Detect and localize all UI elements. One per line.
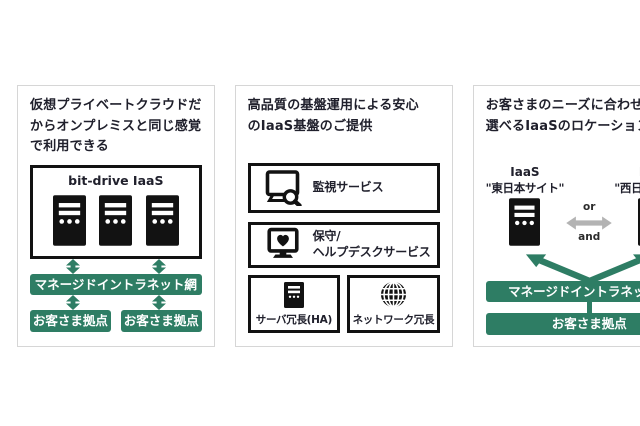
east-site-name: "東日本サイト" (485, 181, 565, 196)
up-arrows-icon (525, 254, 640, 281)
panel-iaas-location: お客さまのニーズに合わせた 選べるIaaSのロケーション IaaS "東日本サイ… (472, 85, 640, 347)
feature-panels: 仮想プライベートクラウドだ からオンプレミスと同じ感覚 で利用できる bit-d… (17, 85, 640, 347)
server-tower-icon (99, 194, 133, 246)
customer-site-box: お客さま拠点 (30, 309, 111, 332)
east-japan-site: IaaS "東日本サイト" (486, 165, 565, 247)
or-label: or (583, 201, 596, 214)
label-line: 保守/ (312, 229, 341, 244)
arrow-row (30, 294, 202, 310)
globe-icon (380, 281, 406, 308)
location-sites-area: IaaS "東日本サイト" or and IaaS "西日本サイト" (486, 165, 640, 247)
title-line: からオンプレミスと同じ感覚 (30, 118, 202, 134)
and-label: and (578, 230, 601, 243)
arrow-row (30, 258, 202, 274)
west-site-name: "西日本サイト" (614, 181, 640, 196)
west-site-label: IaaS (639, 165, 640, 180)
server-tower-icon (145, 194, 179, 246)
customer-site-box: お客さま拠点 (120, 309, 202, 332)
double-arrow-vertical-icon (65, 258, 80, 274)
network-redundancy-box: ネットワーク冗長 (347, 275, 440, 334)
title-line: で利用できる (30, 139, 109, 155)
monitor-heart-icon (263, 227, 303, 263)
server-redundancy-label: サーバ冗長(HA) (255, 313, 333, 326)
server-tower-icon (52, 194, 86, 246)
panel-location-title: お客さまのニーズに合わせた 選べるIaaSのロケーション (486, 96, 640, 137)
monitoring-service-box: 監視サービス (247, 163, 440, 214)
panel-quality-title: 高品質の基盤運用による安心 のIaaS基盤のご提供 (248, 96, 440, 137)
bit-drive-iaas-box: bit-drive IaaS (30, 164, 202, 259)
redundancy-row: サーバ冗長(HA) ネットワーク冗長 (247, 275, 440, 334)
double-arrow-vertical-icon (151, 258, 166, 274)
east-site-label: IaaS (510, 165, 540, 180)
panel-private-cloud-title: 仮想プライベートクラウドだ からオンプレミスと同じ感覚 で利用できる (30, 96, 202, 158)
customer-site-bar: お客さま拠点 (485, 313, 640, 335)
or-and-connector: or and (564, 165, 614, 247)
double-arrow-vertical-icon (65, 294, 80, 310)
title-line: お客さまのニーズに合わせた (485, 98, 640, 113)
monitor-search-icon (263, 170, 303, 207)
server-group (39, 194, 193, 246)
server-tower-icon (509, 198, 541, 246)
panel-private-cloud: 仮想プライベートクラウドだ からオンプレミスと同じ感覚 で利用できる bit-d… (17, 85, 215, 347)
monitoring-service-label: 監視サービス (312, 180, 384, 195)
title-line: 高品質の基盤運用による安心 (247, 98, 419, 113)
double-arrow-vertical-icon (151, 294, 166, 310)
title-line: 仮想プライベートクラウドだ (30, 98, 202, 113)
title-line: のIaaS基盤のご提供 (247, 118, 373, 134)
label-line: ヘルプデスクサービス (312, 245, 431, 260)
managed-intranet-bar: マネージドイントラネット網 (30, 273, 202, 295)
managed-intranet-bar: マネージドイントラネット網 (485, 281, 640, 302)
double-arrow-horizontal-icon (566, 216, 612, 230)
customer-site-row: お客さま拠点 お客さま拠点 (30, 309, 202, 332)
bar-connector-line (586, 302, 592, 313)
panel-quality-operation: 高品質の基盤運用による安心 のIaaS基盤のご提供 監視サービス (234, 85, 453, 347)
server-icon (283, 281, 304, 308)
bit-drive-iaas-label: bit-drive IaaS (68, 172, 164, 188)
west-japan-site: IaaS "西日本サイト" (614, 165, 640, 247)
maintenance-helpdesk-label: 保守/ ヘルプデスクサービス (313, 229, 431, 260)
server-redundancy-box: サーバ冗長(HA) (247, 275, 341, 334)
network-redundancy-label: ネットワーク冗長 (352, 314, 435, 327)
maintenance-helpdesk-box: 保守/ ヘルプデスクサービス (247, 222, 440, 269)
title-line: 選べるIaaSのロケーション (485, 118, 640, 134)
